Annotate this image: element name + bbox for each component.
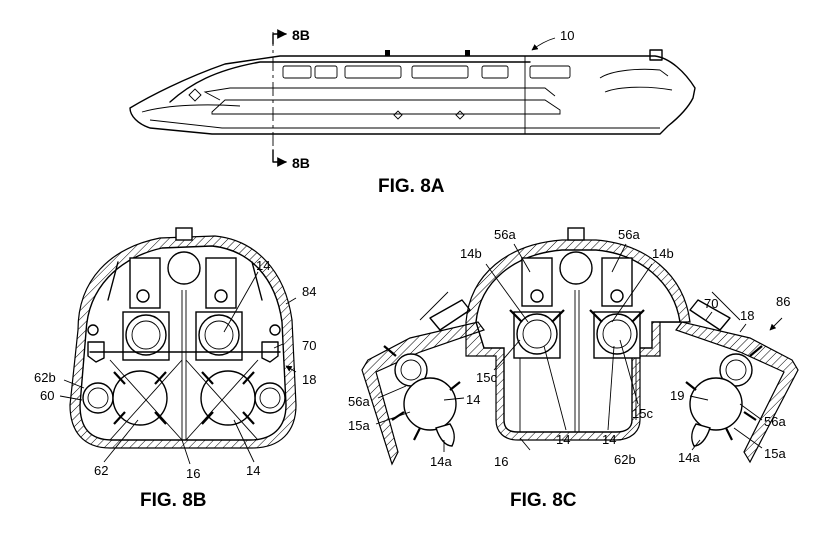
caption-fig-8b: FIG. 8B <box>140 490 207 511</box>
ref-14a-right: 14a <box>678 450 700 465</box>
ref-56a-left: 56a <box>348 394 370 409</box>
ref-70: 70 <box>302 338 316 353</box>
ref-14-bottom: 14 <box>246 463 260 478</box>
ref-14-mid-right: 14 <box>602 432 616 447</box>
ref-15a-left: 15a <box>348 418 370 433</box>
ref-15c-left: 15c <box>476 370 497 385</box>
ref-60: 60 <box>40 388 54 403</box>
ref-14a-left: 14a <box>430 454 452 469</box>
ref-56a-right: 56a <box>764 414 786 429</box>
ref-16: 16 <box>186 466 200 481</box>
ref-56a-top-left: 56a <box>494 227 516 242</box>
ref-56a-top-right: 56a <box>618 227 640 242</box>
ref-70-8c: 70 <box>704 296 718 311</box>
deck-ports <box>282 65 571 79</box>
ref-14-top: 14 <box>256 258 270 273</box>
ref-19: 19 <box>670 388 684 403</box>
ref-62b: 62b <box>34 370 56 385</box>
ref-84: 84 <box>302 284 316 299</box>
ref-14-mid-left: 14 <box>556 432 570 447</box>
ref-62: 62 <box>94 463 108 478</box>
ref-10: 10 <box>560 28 574 43</box>
ref-14-left: 14 <box>466 392 480 407</box>
ref-16-8c: 16 <box>494 454 508 469</box>
fig-8a-boat-side-view <box>129 29 696 167</box>
ref-86: 86 <box>776 294 790 309</box>
ref-62b-8c: 62b <box>614 452 636 467</box>
caption-fig-8c: FIG. 8C <box>510 490 577 511</box>
section-marker-bottom: 8B <box>292 155 310 171</box>
section-marker-top: 8B <box>292 27 310 43</box>
fig-8b-cross-section <box>59 227 297 465</box>
ref-14b-right: 14b <box>652 246 674 261</box>
fig-8c-cross-section <box>361 227 799 466</box>
ref-18: 18 <box>302 372 316 387</box>
ref-15c-right: 15c <box>632 406 653 421</box>
ref-18-8c: 18 <box>740 308 754 323</box>
caption-fig-8a: FIG. 8A <box>378 176 445 197</box>
ref-14b-left: 14b <box>460 246 482 261</box>
ref-15a-right: 15a <box>764 446 786 461</box>
